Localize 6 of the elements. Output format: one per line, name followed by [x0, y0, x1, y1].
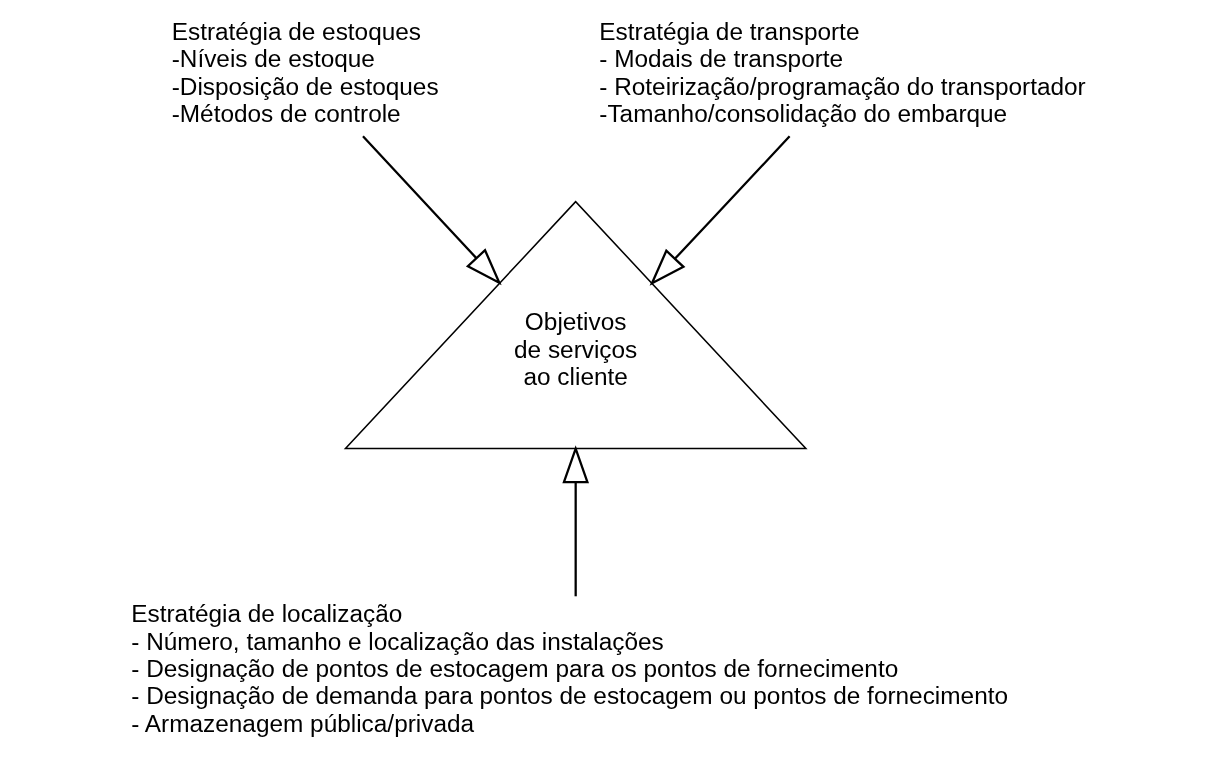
- node-text: Estratégia de estoques -Níveis de estoque -Disposição de estoques -Métodos de controle: [171, 17, 439, 128]
- arrow: [362, 135, 502, 286]
- arrow: [562, 445, 590, 597]
- arrow: [649, 135, 791, 286]
- node-text: Estratégia de transporte - Modais de transporte - Roteirização/programação do transportador -Tamanho/consolidação do embarque: [599, 17, 1086, 128]
- node-text: Estratégia de localização - Número, tamanho e localização das instalações - Designação de pontos de estocagem para os pontos de fornecimento - Designação de demanda para pontos de estocagem ou pontos de fornecimento - Armazenagem pública/privada: [131, 600, 1009, 737]
